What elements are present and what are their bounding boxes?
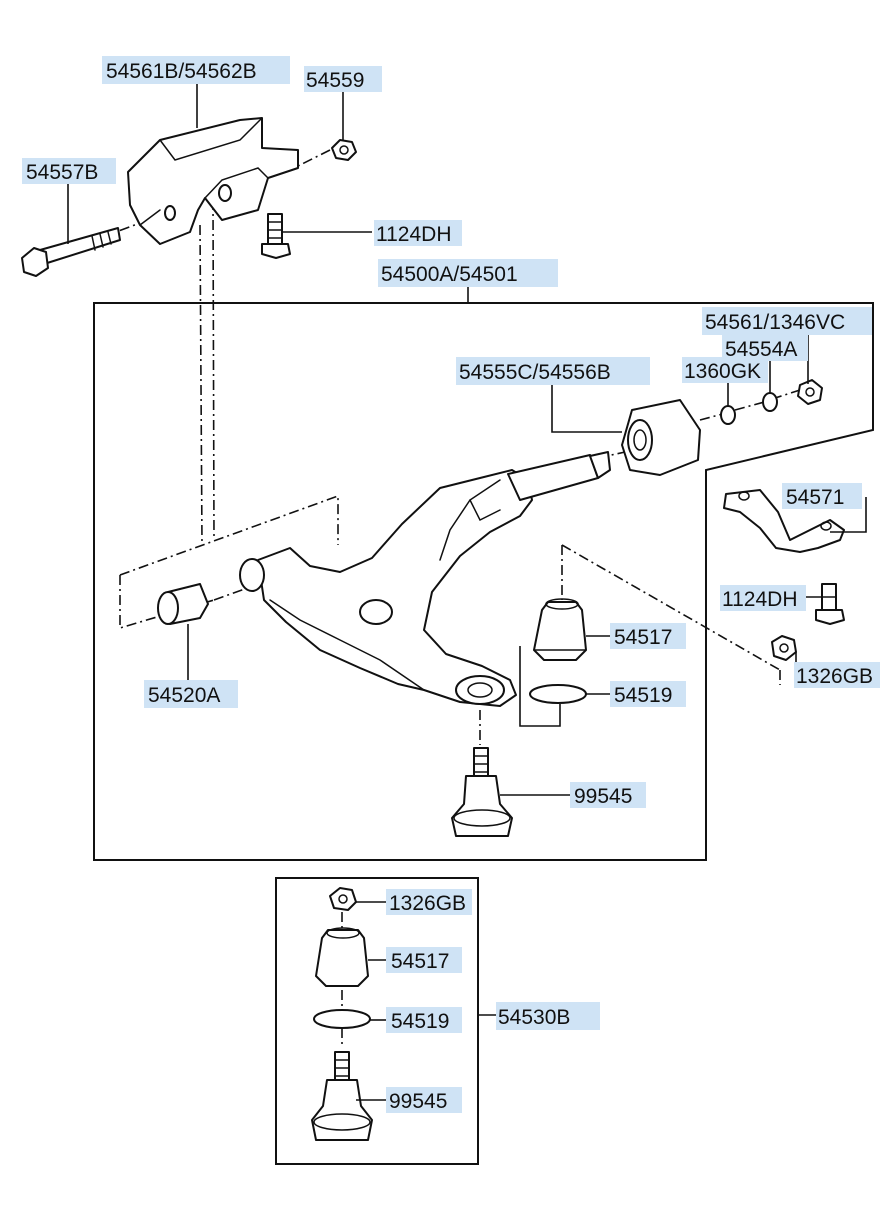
leader-lines	[67, 82, 867, 1101]
svg-text:54559: 54559	[306, 69, 364, 92]
lower-arm-part	[239, 451, 611, 707]
kit-clip-part	[313, 1009, 371, 1029]
washer-small-part	[720, 405, 736, 425]
svg-text:1124DH: 1124DH	[376, 223, 452, 246]
label-bolt-stab: 1124DH	[720, 585, 806, 611]
svg-text:54517: 54517	[391, 950, 449, 973]
svg-text:1326GB: 1326GB	[796, 665, 873, 688]
svg-text:54517: 54517	[614, 626, 672, 649]
bush-nut-part	[797, 379, 823, 405]
svg-text:54519: 54519	[391, 1010, 449, 1033]
long-bolt-part	[21, 227, 121, 277]
svg-text:54557B: 54557B	[26, 161, 98, 184]
label-nut-stab: 1326GB	[794, 662, 880, 688]
label-bushing-front: 54520A	[144, 680, 238, 708]
stab-bracket-part	[723, 489, 845, 553]
arm-assembly-frame	[93, 302, 874, 861]
label-bolt-long: 54557B	[22, 158, 116, 184]
nut-stab-part	[771, 635, 797, 661]
label-bracket: 54561B/54562B	[102, 56, 290, 84]
bracket-part	[127, 117, 299, 245]
label-kit-boot: 54517	[386, 947, 462, 973]
rear-bushing-part	[621, 399, 701, 476]
kit-nut-part	[329, 887, 357, 911]
label-boot: 54517	[610, 623, 686, 649]
label-arm-assy: 54500A/54501	[378, 259, 558, 287]
ball-joint-part	[451, 747, 513, 837]
svg-text:1360GK: 1360GK	[684, 360, 761, 383]
bolt-bracket-part	[261, 213, 291, 259]
label-nut-bracket: 54559	[304, 66, 382, 92]
front-bushing-part	[157, 583, 209, 625]
label-bush-parts: 54561/1346VC	[702, 307, 872, 335]
svg-text:54571: 54571	[786, 486, 844, 509]
svg-text:54554A: 54554A	[725, 338, 797, 361]
svg-text:54530B: 54530B	[498, 1006, 570, 1029]
svg-text:99545: 99545	[574, 785, 632, 808]
svg-text:1124DH: 1124DH	[722, 588, 798, 611]
label-clip: 54519	[610, 681, 686, 707]
svg-text:54561B/54562B: 54561B/54562B	[106, 60, 257, 83]
label-kit-clip: 54519	[386, 1007, 462, 1033]
kit-boot-part	[315, 927, 369, 987]
clip-part	[529, 684, 587, 704]
svg-text:1326GB: 1326GB	[389, 892, 466, 915]
nut-bracket-part	[331, 139, 357, 161]
nut-small-part	[762, 392, 778, 412]
svg-text:54519: 54519	[614, 684, 672, 707]
boot-part	[533, 598, 587, 661]
svg-text:54561/1346VC: 54561/1346VC	[705, 311, 845, 334]
label-washer-small: 1360GK	[682, 357, 768, 383]
label-bushing-rear: 54555C/54556B	[456, 357, 650, 385]
label-ball-joint: 99545	[570, 782, 646, 808]
svg-text:54500A/54501: 54500A/54501	[381, 263, 518, 286]
svg-text:99545: 99545	[389, 1090, 447, 1113]
kit-ball-joint-part	[311, 1051, 373, 1141]
svg-text:54520A: 54520A	[148, 684, 220, 707]
label-bolt-bracket: 1124DH	[374, 220, 462, 246]
ball-joint-kit-frame	[275, 877, 479, 1165]
label-stab-bracket: 54571	[782, 483, 862, 509]
label-kit-ball-joint: 99545	[386, 1087, 462, 1113]
label-nut-small: 54554A	[722, 335, 808, 361]
label-kit-assy: 54530B	[496, 1002, 600, 1030]
bolt-stab-part	[815, 583, 845, 625]
label-kit-nut: 1326GB	[386, 889, 472, 915]
svg-text:54555C/54556B: 54555C/54556B	[459, 361, 611, 384]
